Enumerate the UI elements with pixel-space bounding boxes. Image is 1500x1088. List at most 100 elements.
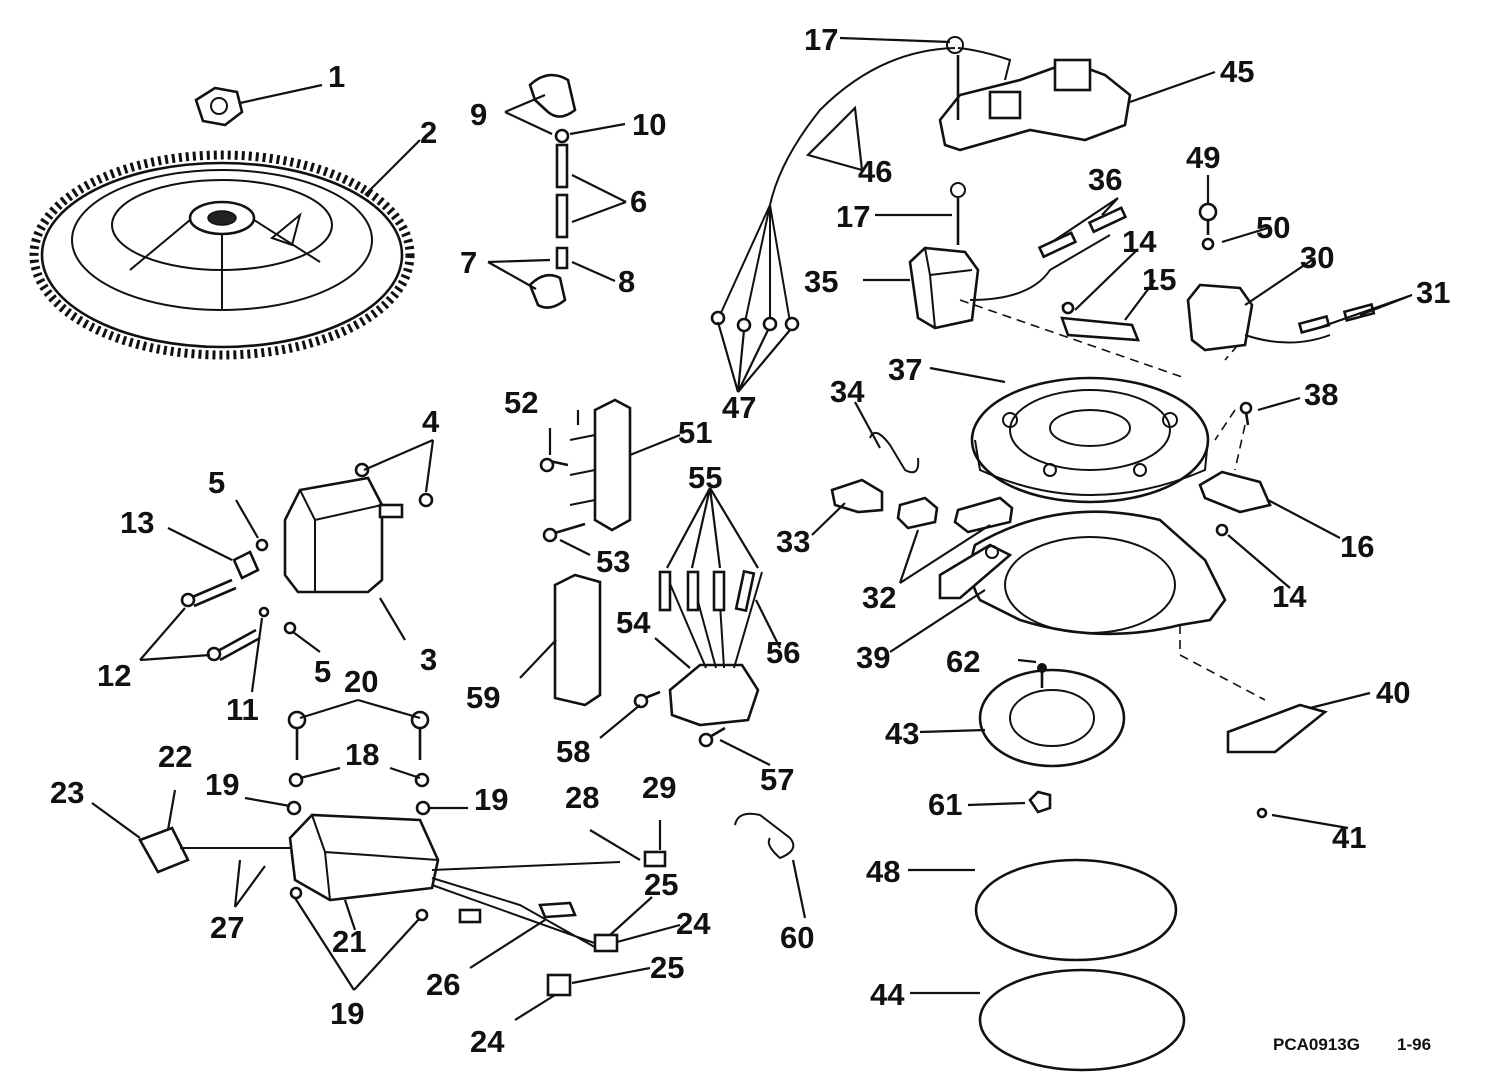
callout-46: 46	[858, 154, 892, 189]
part-magnet	[1226, 703, 1328, 754]
part-small-screws	[1061, 301, 1253, 537]
callout-17b: 17	[836, 199, 870, 234]
callout-33: 33	[776, 524, 810, 559]
callout-2: 2	[420, 115, 437, 150]
part-spring-clip	[869, 431, 920, 474]
callout-24: 24	[676, 906, 711, 941]
part-seal	[974, 858, 1178, 962]
callout-19c: 19	[330, 996, 364, 1031]
callout-25b: 25	[650, 950, 684, 985]
callout-55: 55	[688, 460, 722, 495]
callout-61: 61	[928, 787, 962, 822]
callout-23: 23	[50, 775, 84, 810]
callout-14b: 14	[1272, 579, 1307, 614]
callout-7: 7	[460, 245, 477, 280]
part-washer	[354, 462, 370, 478]
callout-51: 51	[678, 415, 712, 450]
part-spark-plug-boot	[528, 73, 577, 309]
callout-60: 60	[780, 920, 814, 955]
callout-17: 17	[804, 22, 838, 57]
callout-21: 21	[332, 924, 366, 959]
part-lockwasher	[258, 606, 270, 618]
callout-30: 30	[1300, 240, 1334, 275]
callout-8: 8	[618, 264, 635, 299]
part-wire-clip	[734, 812, 795, 860]
part-armature-plate	[970, 376, 1210, 504]
part-clip	[1060, 316, 1140, 342]
part-ground-clip	[232, 550, 260, 580]
part-wire-harness	[710, 47, 1012, 333]
part-flywheel-nut	[194, 86, 244, 127]
part-washer	[418, 492, 434, 508]
callout-47: 47	[722, 390, 756, 425]
part-terminal-block	[539, 398, 632, 543]
callout-45: 45	[1220, 54, 1254, 89]
callout-25: 25	[644, 867, 678, 902]
callout-52: 52	[504, 385, 538, 420]
callout-32: 32	[862, 580, 896, 615]
callout-11: 11	[226, 692, 259, 727]
callout-9: 9	[470, 97, 487, 132]
part-ignition-coil	[283, 476, 404, 594]
callout-10: 10	[632, 107, 666, 142]
callout-53: 53	[596, 544, 630, 579]
callout-12: 12	[97, 658, 131, 693]
callout-22: 22	[158, 739, 192, 774]
callout-34: 34	[830, 374, 865, 409]
callout-13: 13	[120, 505, 154, 540]
part-ring	[978, 968, 1186, 1072]
callout-27: 27	[210, 910, 244, 945]
callout-39: 39	[856, 640, 890, 675]
part-charge-coil	[908, 182, 1128, 330]
callout-1: 1	[328, 59, 345, 94]
part-rectifier	[633, 569, 763, 748]
callout-43: 43	[885, 716, 919, 751]
part-retaining-ring	[978, 663, 1126, 814]
part-washer	[255, 538, 269, 552]
callout-38: 38	[1304, 377, 1338, 412]
part-power-pack	[138, 710, 667, 997]
part-retainer	[1198, 470, 1272, 514]
callout-57: 57	[760, 762, 794, 797]
callout-50: 50	[1256, 210, 1290, 245]
leader-lines	[91, 36, 1413, 1021]
part-cover	[553, 573, 602, 707]
callout-labels: 1 2 3 4 5 5 6 7 8 9 10 11 12 13 14 14 15…	[50, 22, 1450, 1059]
callout-35: 35	[804, 264, 838, 299]
part-timer-base	[938, 36, 1132, 152]
callout-49: 49	[1186, 140, 1220, 175]
callout-19b: 19	[474, 782, 508, 817]
part-screw	[1256, 807, 1268, 819]
callout-20: 20	[344, 664, 378, 699]
part-sleeves	[896, 496, 1014, 534]
callout-37: 37	[888, 352, 922, 387]
callout-36: 36	[1088, 162, 1122, 197]
callout-62: 62	[946, 644, 980, 679]
callout-4: 4	[422, 404, 440, 439]
callout-54: 54	[616, 605, 651, 640]
callout-44: 44	[870, 977, 905, 1012]
callout-6: 6	[630, 184, 647, 219]
callout-14: 14	[1122, 224, 1157, 259]
callout-26: 26	[426, 967, 460, 1002]
part-flywheel	[29, 150, 415, 360]
callout-29: 29	[642, 770, 676, 805]
callout-41: 41	[1332, 820, 1366, 855]
part-support-plate	[938, 510, 1227, 636]
callout-5: 5	[208, 465, 225, 500]
callout-19: 19	[205, 767, 239, 802]
callout-16: 16	[1340, 529, 1374, 564]
callout-59: 59	[466, 680, 500, 715]
drawing-code: PCA0913G	[1273, 1035, 1360, 1054]
part-sensor-coil	[1186, 202, 1376, 352]
callout-31: 31	[1416, 275, 1450, 310]
callout-5b: 5	[314, 654, 331, 689]
callout-18: 18	[345, 737, 379, 772]
callout-58: 58	[556, 734, 590, 769]
callout-15: 15	[1142, 262, 1176, 297]
callout-56: 56	[766, 635, 800, 670]
revision-date: 1-96	[1397, 1035, 1431, 1054]
callout-24b: 24	[470, 1024, 505, 1059]
